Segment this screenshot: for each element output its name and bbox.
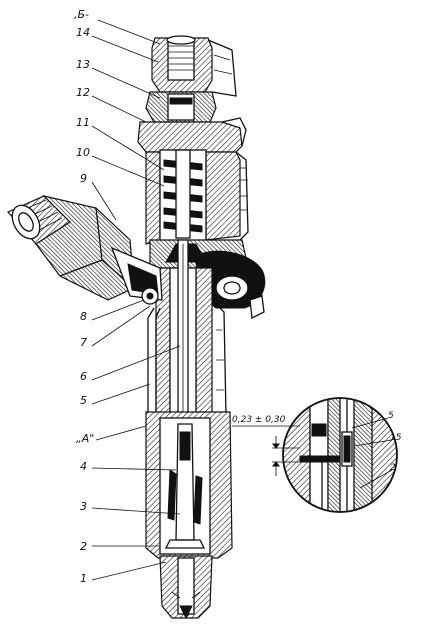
callout-12: 12 bbox=[76, 86, 90, 99]
callout-3: 3 bbox=[80, 500, 87, 513]
detail-circle bbox=[282, 397, 398, 513]
callout-8: 8 bbox=[80, 310, 87, 323]
callout-10: 10 bbox=[76, 146, 90, 159]
clamp-lug bbox=[195, 250, 266, 319]
callout-9: 9 bbox=[80, 172, 87, 185]
callout-7: 7 bbox=[80, 336, 87, 349]
callout-2: 2 bbox=[80, 540, 87, 553]
detail-callout-2: 2 bbox=[390, 463, 396, 473]
callout-6: 6 bbox=[80, 370, 87, 383]
inlet-fitting bbox=[7, 194, 163, 305]
fuel-channel bbox=[147, 307, 155, 418]
callout-labels: ,Б- 14 13 12 11 10 9 8 7 6 5 „A" 4 3 2 1… bbox=[74, 8, 402, 585]
callout-5: 5 bbox=[80, 394, 87, 407]
detail-callout-15: 15 bbox=[390, 433, 402, 443]
callout-14: 14 bbox=[76, 26, 90, 39]
spring-housing bbox=[145, 151, 161, 245]
clearance-dimension: 0,23 ± 0,30 bbox=[232, 415, 286, 425]
callout-13: 13 bbox=[76, 58, 90, 71]
top-thread bbox=[167, 39, 195, 81]
spring-coils bbox=[163, 149, 203, 239]
detail-callout-5: 5 bbox=[388, 411, 394, 421]
callout-4: 4 bbox=[80, 460, 87, 473]
injector-body bbox=[137, 35, 266, 620]
upper-body bbox=[137, 121, 243, 153]
callout-11: 11 bbox=[76, 116, 90, 129]
callout-1: 1 bbox=[80, 572, 87, 585]
callout-b: ,Б- bbox=[74, 8, 89, 21]
callout-a: „A" bbox=[76, 432, 94, 445]
leader-lines bbox=[91, 19, 181, 581]
